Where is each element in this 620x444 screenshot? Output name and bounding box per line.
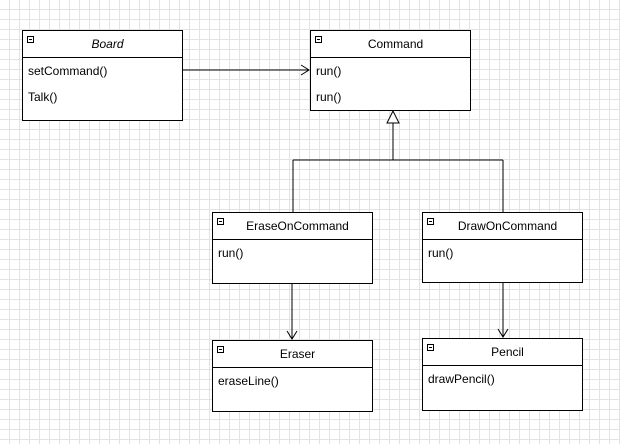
- collapse-icon[interactable]: [427, 218, 434, 225]
- method[interactable]: run(): [218, 246, 244, 260]
- class-header: Board: [23, 31, 182, 58]
- class-name: Pencil: [491, 345, 524, 359]
- class-name: EraseOnCommand: [246, 219, 349, 233]
- collapse-icon[interactable]: [217, 218, 224, 225]
- class-name: Eraser: [279, 347, 316, 361]
- method[interactable]: eraseLine(): [218, 374, 279, 388]
- method[interactable]: Talk(): [28, 90, 58, 104]
- method[interactable]: run(): [428, 246, 454, 260]
- method[interactable]: drawPencil(): [428, 372, 495, 386]
- class-pencil[interactable]: Pencil drawPencil(): [422, 338, 583, 411]
- class-name: DrawOnCommand: [457, 219, 558, 233]
- class-header: Pencil: [423, 339, 582, 366]
- method[interactable]: run(): [316, 90, 342, 104]
- class-methods: run(): [213, 240, 372, 269]
- class-header: Eraser: [213, 341, 372, 368]
- class-eraser[interactable]: Eraser eraseLine(): [212, 340, 373, 412]
- class-command[interactable]: Command run() run(): [310, 30, 471, 111]
- collapse-icon[interactable]: [427, 344, 434, 351]
- class-drawoncommand[interactable]: DrawOnCommand run(): [422, 212, 583, 283]
- association-drawoncommand-pencil[interactable]: [497, 283, 509, 338]
- association-eraseoncommand-eraser[interactable]: [286, 284, 298, 340]
- class-methods: eraseLine(): [213, 368, 372, 397]
- class-methods: drawPencil(): [423, 366, 582, 395]
- class-header: Command: [311, 31, 470, 58]
- collapse-icon[interactable]: [27, 36, 34, 43]
- class-methods: run(): [423, 240, 582, 269]
- collapse-icon[interactable]: [217, 346, 224, 353]
- class-header: DrawOnCommand: [423, 213, 582, 240]
- generalization-tree[interactable]: [292, 109, 504, 212]
- association-board-command[interactable]: [183, 64, 310, 76]
- open-arrowhead-icon: [286, 330, 298, 340]
- class-header: EraseOnCommand: [213, 213, 372, 240]
- method[interactable]: setCommand(): [28, 64, 108, 78]
- collapse-icon[interactable]: [315, 36, 322, 43]
- open-arrowhead-icon: [497, 328, 509, 338]
- method[interactable]: run(): [316, 64, 342, 78]
- class-name: Board: [91, 37, 124, 51]
- class-board[interactable]: Board setCommand() Talk(): [22, 30, 183, 121]
- class-name: Command: [367, 37, 424, 51]
- class-methods: run() run(): [311, 58, 470, 113]
- open-arrowhead-icon: [300, 64, 310, 76]
- class-methods: setCommand() Talk(): [23, 58, 182, 113]
- class-eraseoncommand[interactable]: EraseOnCommand run(): [212, 212, 373, 284]
